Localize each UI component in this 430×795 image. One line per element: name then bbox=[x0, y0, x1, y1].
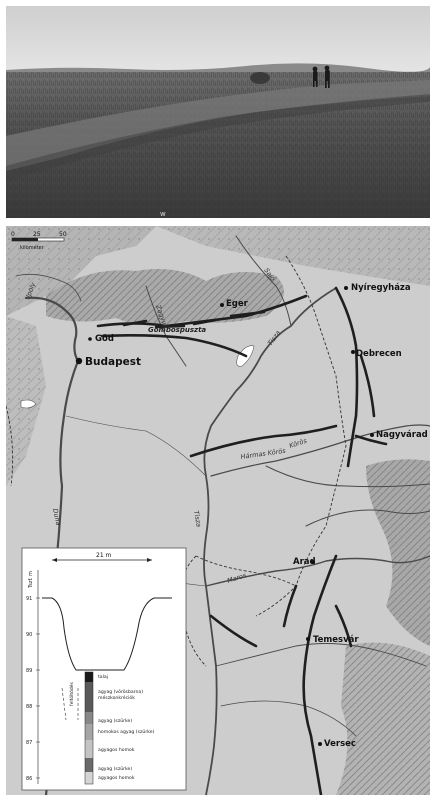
city-label-eger: Eger bbox=[226, 299, 249, 309]
scale-tick-0: 0 bbox=[11, 231, 15, 238]
city-dot-debrecen bbox=[351, 350, 355, 354]
layer-label-1: talaj bbox=[98, 674, 108, 680]
cross-section-inset: 21 m Tszf. m 91 90 89 88 87 bbox=[21, 547, 187, 791]
photo-image: w bbox=[6, 6, 430, 218]
city-dot-arad bbox=[311, 560, 315, 564]
depth-axis: Tszf. m 91 90 89 88 87 86 bbox=[26, 570, 40, 784]
earthwork-debrecen bbox=[359, 354, 376, 418]
label-gombospuszta: Gombospuszta bbox=[148, 326, 206, 334]
ditch-profile bbox=[42, 597, 172, 671]
width-dimension: 21 m bbox=[52, 552, 152, 562]
city-label-nagyvarad: Nagyvárad bbox=[376, 430, 428, 440]
city-label-god: Göd bbox=[95, 334, 114, 344]
bush bbox=[250, 72, 270, 84]
city-label-arad: Arad bbox=[293, 557, 316, 567]
mountain-relief bbox=[6, 226, 430, 795]
scale-tick-25: 25 bbox=[33, 231, 41, 238]
city-dot-nagyvarad bbox=[370, 433, 374, 437]
scale-unit: kilométer bbox=[20, 244, 45, 251]
earthwork-se bbox=[334, 604, 353, 648]
width-label: 21 m bbox=[96, 552, 112, 559]
landscape-photo: w bbox=[6, 6, 430, 218]
earthwork-sw bbox=[209, 614, 258, 648]
layer-label-4: agyag (szürke) bbox=[98, 718, 132, 724]
earthwork-nyiregyhaza bbox=[334, 286, 359, 468]
layer-label-3: mészkonkréciók bbox=[98, 694, 135, 701]
river-maros bbox=[205, 555, 430, 587]
depth-tick-91: 91 bbox=[26, 596, 32, 602]
river-koros-3 bbox=[305, 509, 430, 527]
scale-bar: 0 25 50 kilométer bbox=[11, 231, 67, 251]
city-labels: Budapest Göd Eger Nyíregyháza Debrecen N… bbox=[85, 283, 428, 749]
city-dot-nyiregyhaza bbox=[344, 286, 348, 290]
depth-tick-87: 87 bbox=[26, 740, 32, 746]
city-markers bbox=[75, 286, 374, 746]
earthwork-south bbox=[302, 554, 338, 795]
sky bbox=[6, 6, 430, 72]
fill-boundary bbox=[61, 687, 79, 721]
city-dot-god bbox=[88, 337, 92, 341]
inset-background bbox=[21, 547, 187, 791]
scale-tick-50: 50 bbox=[59, 231, 67, 238]
layer-labels: talaj agyag (vörösbarna) mészkonkréciók … bbox=[98, 674, 155, 781]
label-duna: Duna bbox=[51, 508, 62, 527]
ridge-shadow bbox=[6, 94, 430, 181]
river-koros bbox=[210, 424, 430, 477]
depth-tick-89: 89 bbox=[26, 668, 32, 674]
layer-label-6: agyagos homok bbox=[98, 747, 135, 753]
layer-label-2: agyag (vörösbarna) bbox=[98, 689, 143, 695]
city-dot-versec bbox=[318, 742, 322, 746]
layer-label-5: homokos agyag (szürke) bbox=[98, 729, 155, 735]
depth-tick-86: 86 bbox=[26, 776, 32, 782]
river-temes bbox=[215, 643, 427, 667]
photo-watermark: w bbox=[160, 210, 166, 218]
earthwork-north-2 bbox=[100, 334, 248, 358]
map-panel: 0 25 50 kilométer Budapest Göd Eger Nyír… bbox=[6, 226, 430, 795]
layer-label-8: agyagos homok bbox=[98, 775, 135, 781]
walking-people bbox=[312, 65, 330, 88]
layer-label-7: agyag (szürke) bbox=[98, 766, 132, 772]
city-dot-temesvar bbox=[306, 637, 310, 641]
city-label-versec: Versec bbox=[324, 739, 356, 749]
river-sajo bbox=[235, 235, 292, 327]
strat-column bbox=[84, 671, 94, 785]
label-tisza-lower: Tisza bbox=[192, 510, 203, 528]
city-label-debrecen: Debrecen bbox=[356, 349, 402, 359]
earthwork-east bbox=[354, 434, 388, 446]
city-dot-budapest bbox=[75, 357, 83, 365]
city-label-temesvar: Temesvár bbox=[313, 635, 359, 645]
city-dot-eger bbox=[220, 303, 224, 307]
earthwork-gombos bbox=[122, 310, 266, 329]
earthwork-ridge bbox=[6, 80, 430, 171]
depth-tick-90: 90 bbox=[26, 632, 32, 638]
map-svg: 0 25 50 kilométer Budapest Göd Eger Nyír… bbox=[6, 226, 430, 795]
earthworks bbox=[96, 286, 388, 795]
depth-tick-88: 88 bbox=[26, 704, 32, 710]
fill-vertical-label: feltöltődés bbox=[68, 681, 75, 706]
earthwork-south-2 bbox=[282, 584, 298, 628]
river-koros-2 bbox=[265, 465, 430, 488]
depth-axis-title: Tszf. m bbox=[28, 571, 34, 589]
city-label-budapest: Budapest bbox=[85, 356, 141, 368]
river-ipoly bbox=[15, 273, 82, 302]
city-label-nyiregyhaza: Nyíregyháza bbox=[351, 283, 411, 293]
earthwork-koros bbox=[189, 424, 338, 458]
